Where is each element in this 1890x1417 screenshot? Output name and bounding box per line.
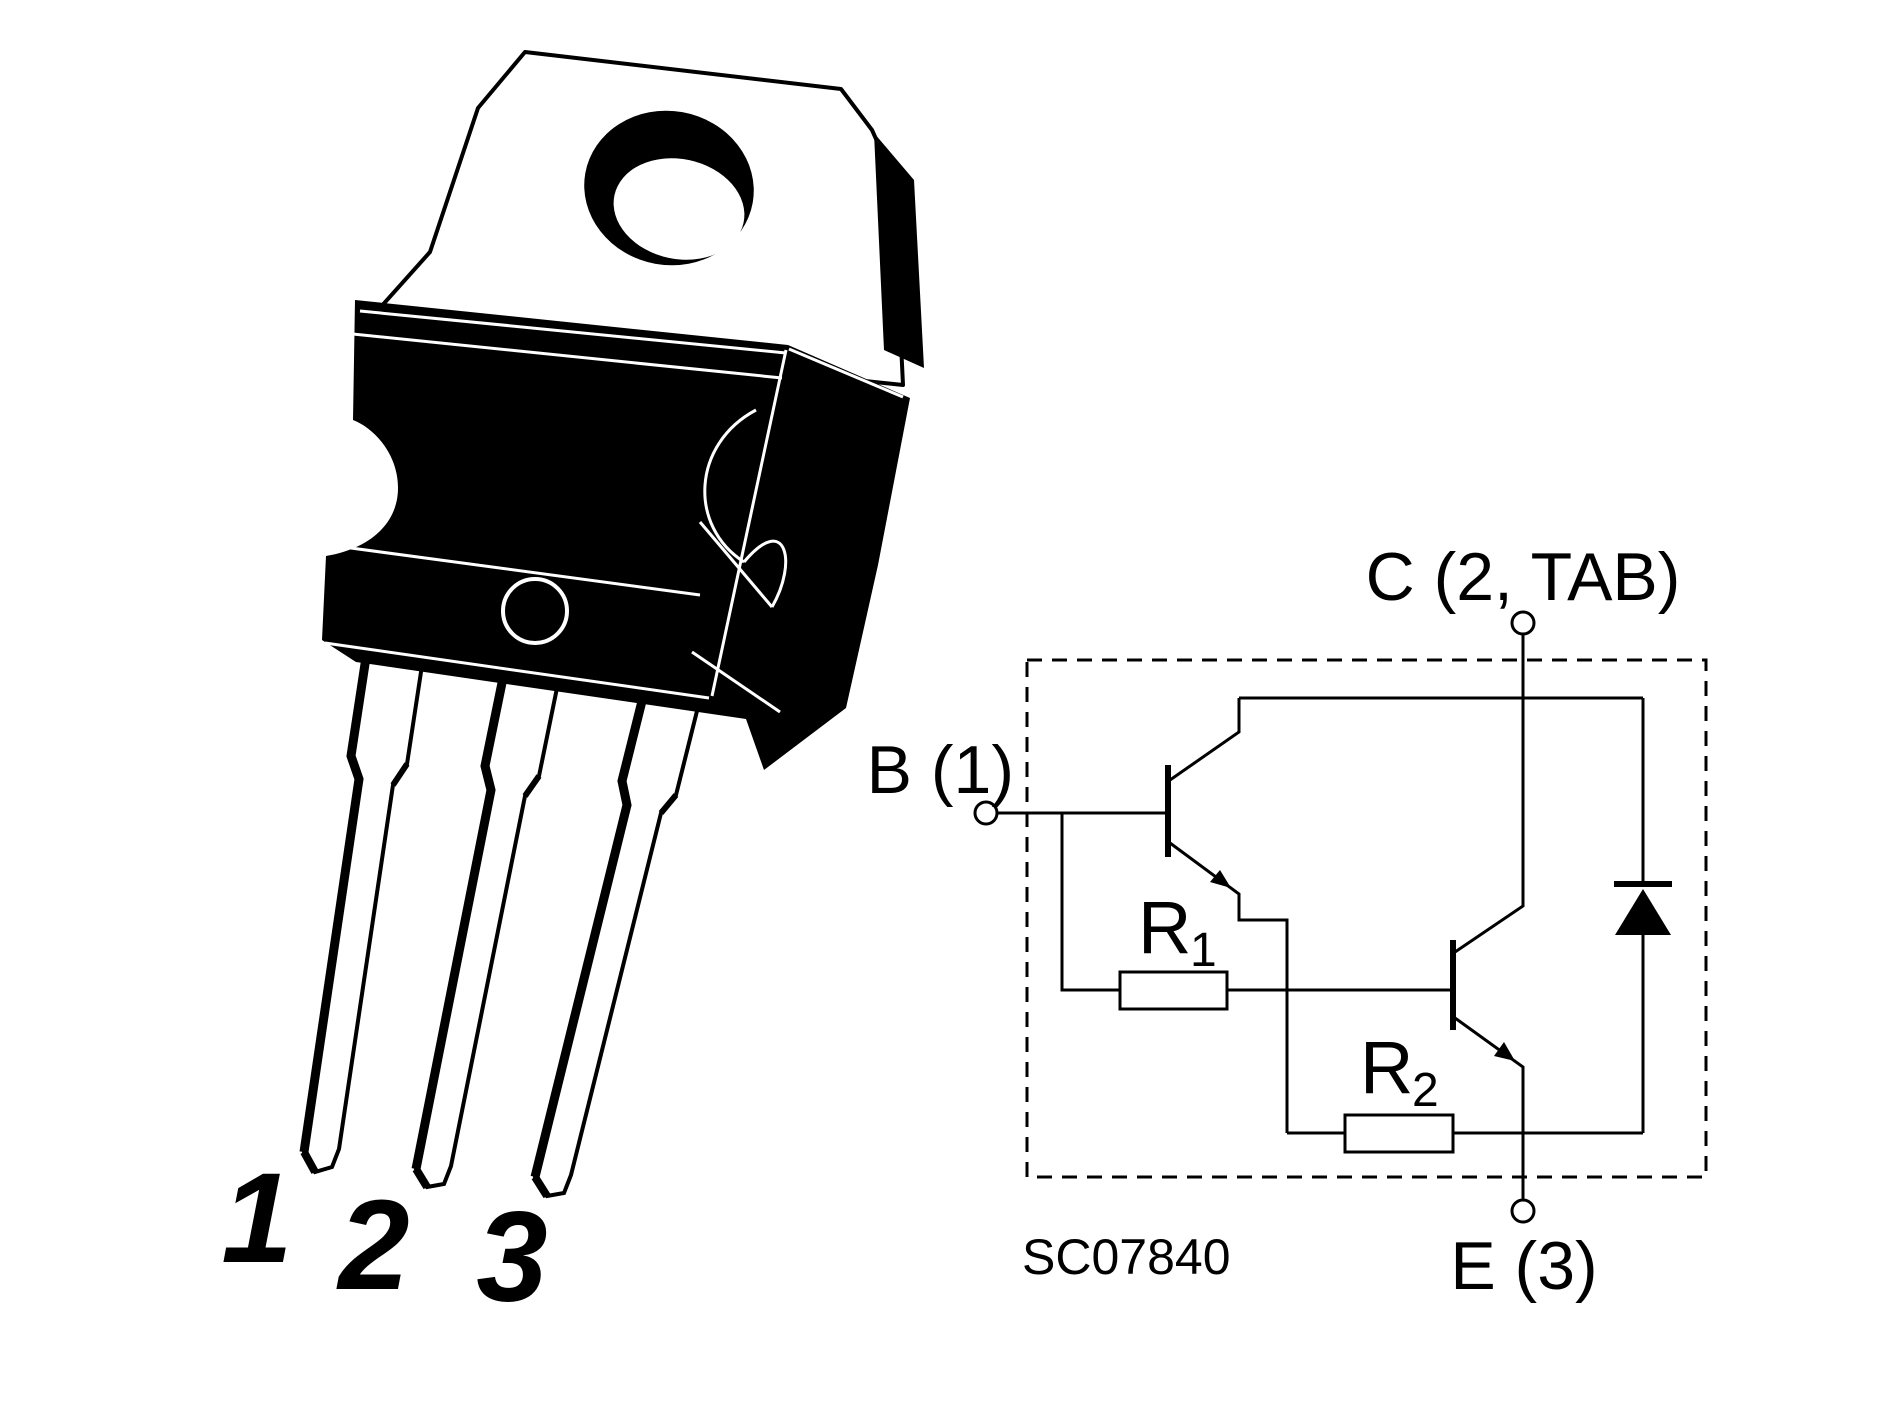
r2-label: R (1360, 1026, 1413, 1109)
r2-body (1343, 1113, 1455, 1154)
r1-branch-wire (1060, 813, 1120, 992)
q1-collector-wire (1169, 698, 1241, 782)
diode-d1 (1614, 881, 1672, 935)
q1-emitter-arrow-icon (1210, 870, 1231, 888)
q2-collector-wire (1454, 634, 1525, 954)
package-body (322, 300, 910, 770)
pin-1-label: 1 (221, 1147, 292, 1290)
body-bevel-crease (342, 331, 783, 380)
wires (997, 634, 1645, 1200)
base-terminal-label: B (1) (867, 732, 1014, 808)
r1-subscript: 1 (1190, 924, 1217, 977)
tab-side-face (874, 133, 924, 368)
r1-body (1118, 970, 1229, 1011)
transistor-q2 (1450, 940, 1515, 1061)
emitter-terminal-dot (1510, 1198, 1536, 1224)
collector-terminal-label: C (2, TAB) (1366, 539, 1681, 615)
pin-legs (299, 615, 713, 1199)
body-corner-edge (691, 650, 781, 714)
mounting-hole (584, 110, 754, 266)
q2-emitter-wire (1454, 1016, 1525, 1200)
transistor-q1 (1165, 765, 1231, 888)
resistor-r1: R 1 (1118, 886, 1229, 1011)
base-terminal-dot (973, 800, 999, 826)
r2-subscript: 2 (1412, 1064, 1439, 1117)
schematic-code-label: SC07840 (1022, 1229, 1231, 1285)
pin-2-leg (411, 626, 570, 1190)
terminal-emitter: E (3) (1450, 1198, 1598, 1304)
emitter-terminal-label: E (3) (1450, 1228, 1597, 1304)
terminal-collector: C (2, TAB) (1366, 539, 1681, 636)
side-notch-lip (698, 521, 774, 608)
body-front-side-edge (710, 349, 788, 697)
pin-1-leg (299, 615, 431, 1175)
body-front-bottom-edge (335, 544, 701, 597)
r1-label: R (1138, 886, 1191, 969)
body-bottom-strip-edge (324, 641, 710, 700)
resistor-r2: R 2 (1343, 1026, 1455, 1154)
terminal-base: B (1) (867, 732, 1014, 826)
diode-triangle-icon (1615, 889, 1671, 935)
body-silhouette (322, 300, 910, 770)
side-notch-front-arc (703, 408, 757, 564)
collector-terminal-dot (1510, 610, 1536, 636)
side-notch-back-arc (742, 539, 788, 608)
dashed-package-outline (1025, 658, 1708, 1179)
pin-2-label: 2 (336, 1174, 409, 1317)
pin-3-label: 3 (476, 1186, 547, 1329)
body-side-top-edge (788, 347, 904, 399)
body-top-crease (359, 309, 787, 355)
pin-3-leg (530, 642, 713, 1199)
ejector-mark (501, 577, 569, 645)
mounting-tab (360, 50, 924, 387)
q2-emitter-arrow-icon (1494, 1042, 1515, 1061)
to220-package-drawing: 1 2 3 (221, 50, 924, 1329)
equivalent-circuit-schematic: R 1 R 2 B (1) C (2, TAB) (867, 539, 1708, 1304)
